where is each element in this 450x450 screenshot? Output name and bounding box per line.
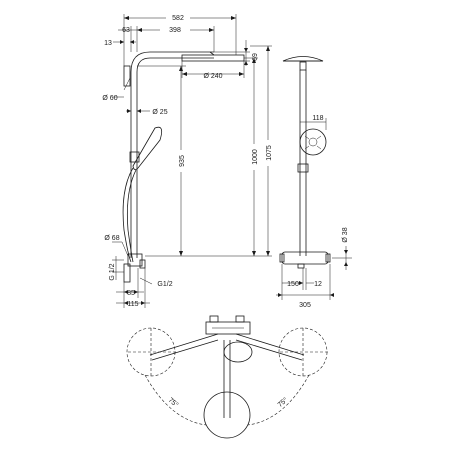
label-bg xyxy=(261,140,275,166)
arrowheads xyxy=(127,109,141,113)
front-view: 118 Ø 38 150 12 305 xyxy=(276,56,352,309)
arrowheads xyxy=(344,250,348,266)
overhead-arm-inner xyxy=(136,57,214,73)
front-hand-shower-center xyxy=(308,137,318,147)
right-angle-arc xyxy=(247,374,310,426)
left-arm-top xyxy=(149,333,219,356)
mixer-knob xyxy=(139,259,146,269)
front-head-connector xyxy=(299,61,307,71)
wall-flange-top xyxy=(123,65,131,87)
arrowheads xyxy=(244,48,248,65)
dim-label-12: 12 xyxy=(314,281,322,288)
dim-label-38: Ø 38 xyxy=(342,227,349,242)
label-bg xyxy=(174,150,188,172)
front-mixer-outlet xyxy=(297,263,305,269)
dim-label-118: 118 xyxy=(312,115,323,122)
dim-label-g12-vertical: G 1/2 xyxy=(109,263,116,280)
right-arm-bottom xyxy=(235,339,303,361)
leader-line xyxy=(121,241,129,257)
top-bracket-right xyxy=(235,315,245,323)
dim-label-68: Ø 68 xyxy=(104,235,119,242)
dim-label-25: Ø 25 xyxy=(152,109,167,116)
angle-label-left: 75° xyxy=(167,396,180,409)
top-wall-mount xyxy=(205,321,251,335)
arrowheads xyxy=(120,40,134,44)
arrowheads xyxy=(299,281,303,285)
dim-label-69: 69 xyxy=(252,53,259,61)
leader-line xyxy=(139,277,153,285)
dim-label-60: Ø 60 xyxy=(102,95,117,102)
right-arm-top xyxy=(235,333,305,356)
angle-label-right: 75° xyxy=(276,396,289,409)
front-hand-shower xyxy=(299,128,327,156)
head-joint xyxy=(209,51,215,56)
shower-hose-inner xyxy=(126,169,137,263)
front-mixer-knob-left xyxy=(279,253,285,263)
front-rain-head xyxy=(282,56,324,62)
arrowheads xyxy=(124,290,138,294)
wall-flange-bottom xyxy=(123,263,131,283)
dim-label-13: 13 xyxy=(104,40,112,47)
top-head-circle xyxy=(203,391,251,439)
spray-pattern xyxy=(304,135,322,150)
overhead-arm-outer xyxy=(130,51,214,73)
dim-label-240: Ø 240 xyxy=(203,73,222,80)
hand-shower xyxy=(132,126,163,170)
dim-label-1075: 1075 xyxy=(266,145,273,161)
dim-label-305: 305 xyxy=(299,302,311,309)
dim-label-g12-horizontal: G1/2 xyxy=(157,281,172,288)
hand-shower-slider xyxy=(129,151,140,163)
label-bg xyxy=(160,25,190,35)
label-bg xyxy=(294,300,318,309)
dim-label-85: 85 xyxy=(127,290,135,297)
front-mixer xyxy=(281,251,329,265)
dim-label-398: 398 xyxy=(169,27,181,34)
dim-label-115: 115 xyxy=(127,301,138,308)
label-bg xyxy=(166,12,190,22)
dim-label-935: 935 xyxy=(179,155,186,167)
front-slider xyxy=(297,163,309,173)
top-view: 75° 75° xyxy=(126,315,328,439)
label-bg xyxy=(247,144,261,170)
front-mixer-knob-right xyxy=(325,253,331,263)
dim-label-1000: 1000 xyxy=(252,149,259,165)
top-bracket-left xyxy=(209,315,219,323)
leader-line xyxy=(123,77,131,91)
top-mixer xyxy=(223,341,253,363)
dim-label-582: 582 xyxy=(172,15,184,22)
left-arm-bottom xyxy=(151,339,219,361)
dim-label-150: 150 xyxy=(287,281,299,288)
side-view: 582 63 398 13 Ø 240 69 Ø 60 xyxy=(102,12,275,308)
shower-hose xyxy=(122,167,134,263)
dim-label-63: 63 xyxy=(122,27,130,34)
